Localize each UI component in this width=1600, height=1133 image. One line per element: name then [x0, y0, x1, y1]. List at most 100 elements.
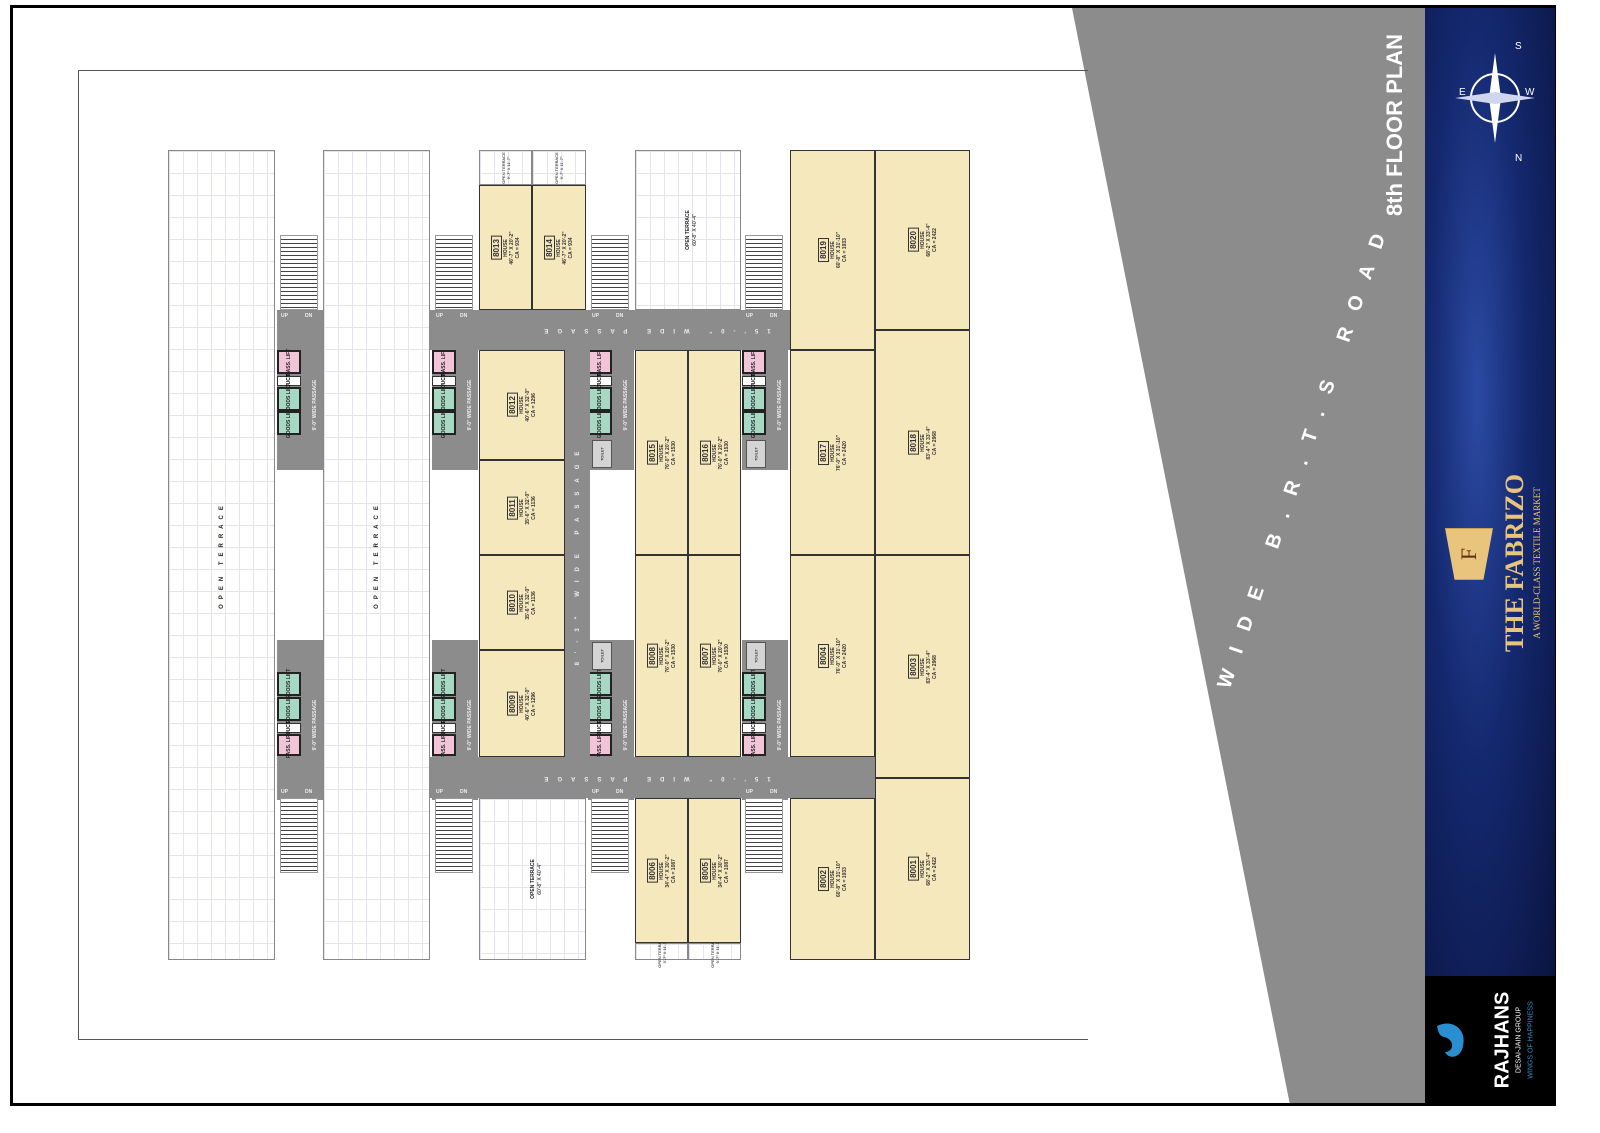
duct: DUCT — [742, 374, 766, 388]
staircase — [591, 235, 629, 310]
duct: DUCT — [432, 721, 456, 735]
passage-label: 15'-0" WIDE PASSAGE — [534, 774, 771, 781]
toilet: TOILET — [592, 642, 612, 670]
goods-lift-label: GOODS LIFT — [751, 693, 757, 725]
up-text: UP — [281, 313, 288, 319]
terrace-size: 9'-7" X 11'-7" — [505, 156, 511, 179]
goods-lift-label: GOODS LIFT — [286, 693, 292, 725]
passage-middle: 8'-3" WIDE PASSAGE — [565, 350, 590, 757]
unit-size: 34'-4" X 30'-2" — [664, 853, 671, 888]
unit-number: 8014 — [544, 235, 555, 260]
unit-number: 8016 — [699, 440, 711, 465]
developer-group: DESAI-JAIN GROUP — [1515, 1006, 1523, 1074]
open-terrace-left-2: OPEN TERRACE — [323, 150, 430, 960]
staircase — [591, 798, 629, 873]
unit-type: HOUSE — [711, 443, 718, 462]
up-text: UP — [746, 313, 753, 319]
goods-lift: GOODS LIFT — [588, 694, 612, 724]
pass-lift-label: PASS. LIFT — [597, 348, 603, 376]
toilet: TOILET — [746, 440, 766, 468]
wide-passage-label: 9'-0" WIDE PASSAGE — [623, 699, 629, 751]
goods-lift: GOODS LIFT — [588, 669, 612, 699]
unit-carpet-area: CA = 934 — [568, 236, 574, 259]
terrace-size: 9'-7" X 11'-7" — [559, 156, 564, 179]
goods-lift: GOODS LIFT — [588, 408, 612, 438]
goods-lift: GOODS LIFT — [432, 384, 456, 414]
pass-lift: PASS. LIFT — [277, 731, 301, 759]
dn-label: DN — [770, 788, 782, 796]
open-terrace-left: OPEN TERRACE — [168, 150, 275, 960]
up-text: UP — [592, 313, 599, 319]
pass-lift-label: PASS. LIFT — [751, 731, 757, 759]
goods-lift: GOODS LIFT — [742, 408, 766, 438]
goods-lift-label: GOODS LIFT — [751, 407, 757, 439]
unit-type: HOUSE — [829, 241, 836, 259]
unit-number: 8011 — [507, 495, 518, 520]
duct: DUCT — [277, 721, 301, 735]
unit-carpet-area: CA = 2968 — [931, 430, 938, 455]
goods-lift: GOODS LIFT — [742, 694, 766, 724]
dn-label: DN — [305, 788, 317, 796]
pass-lift-label: PASS. LIFT — [441, 731, 447, 759]
up-text: UP — [592, 789, 599, 795]
unit-type: HOUSE — [502, 238, 509, 257]
pass-lift-label: PASS. LIFT — [286, 731, 292, 759]
rajhans-swan-icon — [1437, 1023, 1464, 1057]
unit-number: 8007 — [699, 644, 711, 668]
goods-lift: GOODS LIFT — [432, 408, 456, 438]
unit-type: HOUSE — [919, 433, 926, 452]
unit-size: 76'-0" X 20'-2" — [664, 639, 671, 673]
unit-carpet-area: CA = 1296 — [531, 393, 537, 417]
terrace-size: 9'-7" X 11'-7" — [714, 940, 720, 963]
staircase — [280, 798, 318, 873]
unit-type: HOUSE — [829, 443, 836, 462]
pass-lift-label: PASS. LIFT — [597, 731, 603, 759]
unit-carpet-area: CA = 1136 — [531, 495, 537, 520]
unit-type: HOUSE — [829, 870, 836, 888]
up-label: UP — [746, 312, 758, 320]
duct: DUCT — [742, 721, 766, 735]
dn-text: DN — [460, 313, 468, 319]
goods-lift-label: GOODS LIFT — [286, 407, 292, 439]
pass-lift: PASS. LIFT — [432, 349, 456, 375]
dn-label: DN — [770, 312, 782, 320]
unit-number: 8005 — [699, 858, 711, 883]
unit-number: 8008 — [646, 644, 658, 668]
terrace-size: 60'-8" X 40'-4" — [536, 863, 543, 895]
wide-passage-label: 9'-0" WIDE PASSAGE — [312, 699, 318, 751]
terrace-label: OPEN TERRACE — [529, 859, 536, 899]
staircase — [435, 798, 473, 873]
toilet-label: TOILET — [753, 649, 759, 663]
toilet: TOILET — [746, 642, 766, 670]
unit-type: HOUSE — [919, 657, 926, 676]
core-passage-label: 9'-0" WIDE PASSAGE — [462, 360, 478, 450]
unit-carpet-area: CA = 1087 — [723, 858, 730, 883]
unit-type: HOUSE — [919, 231, 926, 249]
unit-size: 83'-4" X 33'-4" — [925, 649, 932, 684]
wide-passage-label: 9'-0" WIDE PASSAGE — [467, 699, 473, 751]
unit-number: 8017 — [817, 440, 829, 465]
terrace-label: OPEN TERRACE — [500, 151, 506, 184]
core-passage-label: 9'-0" WIDE PASSAGE — [307, 360, 323, 450]
